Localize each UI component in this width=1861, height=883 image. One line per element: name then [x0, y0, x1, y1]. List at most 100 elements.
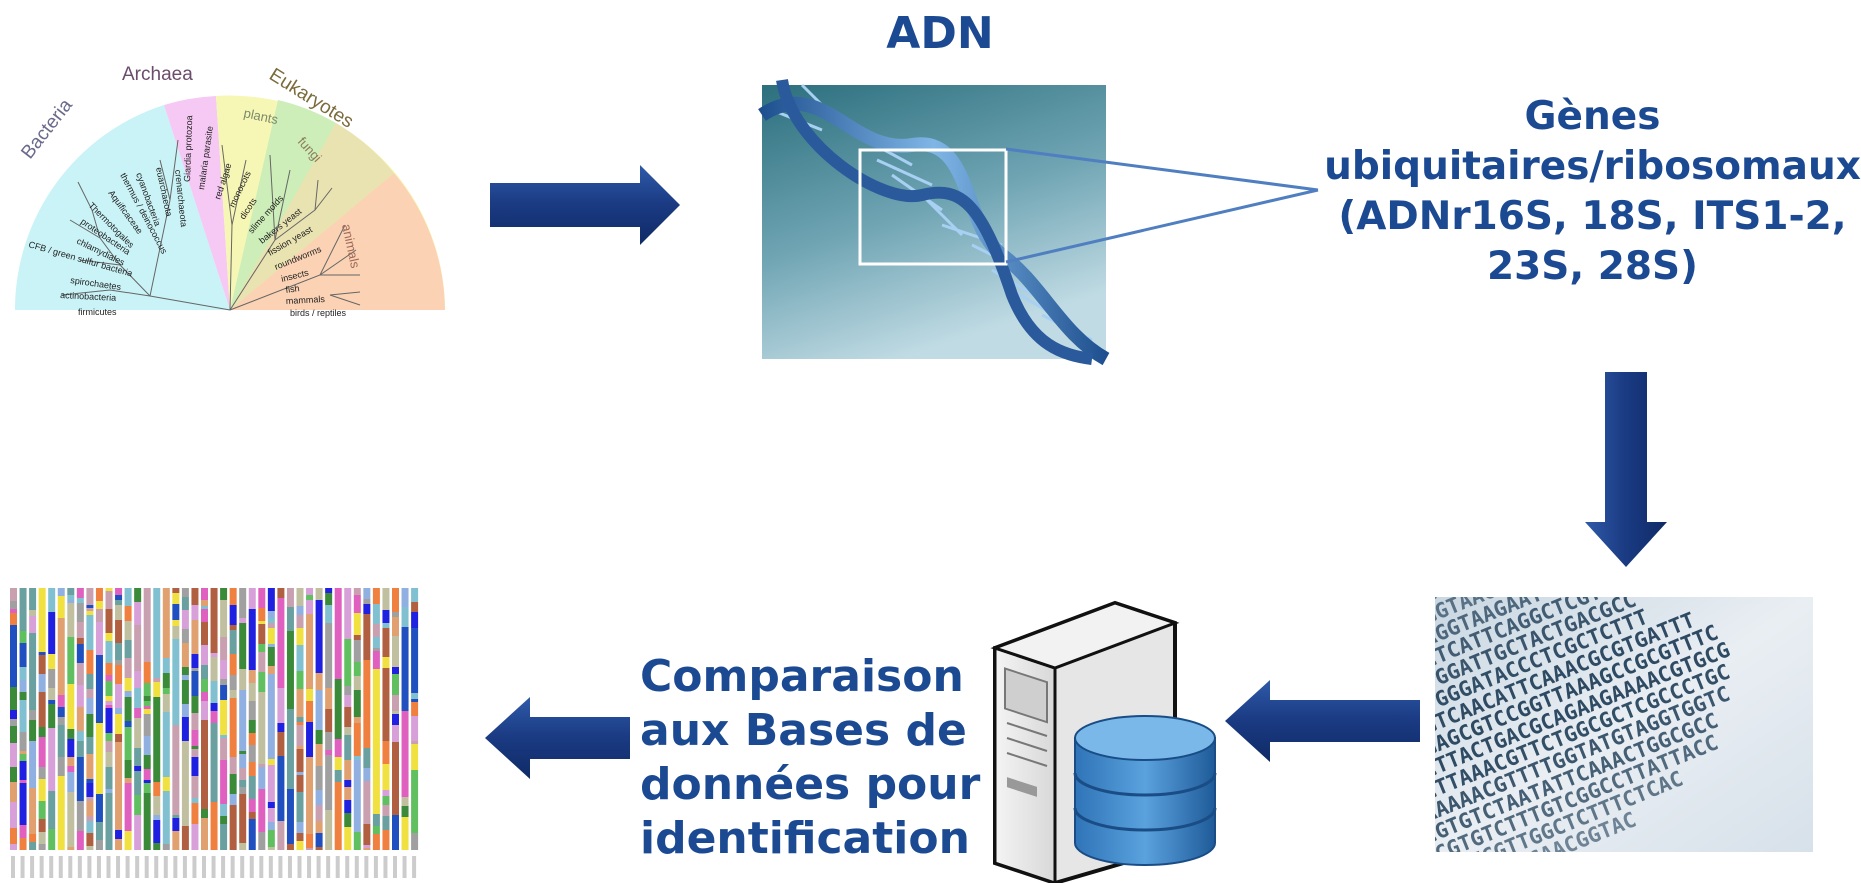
- barplot-segment: [115, 605, 123, 620]
- barplot-segment: [143, 714, 151, 736]
- barplot-segment: [67, 847, 75, 850]
- barplot-segment: [353, 595, 361, 613]
- barplot-segment: [86, 650, 94, 674]
- barplot-segment: [401, 588, 409, 607]
- barplot-segment: [153, 678, 161, 682]
- barplot-segment: [344, 707, 352, 727]
- barplot-segment: [124, 640, 132, 658]
- barplot-segment: [411, 699, 419, 702]
- barplot-segment: [239, 607, 247, 618]
- barplot-segment: [19, 643, 27, 667]
- barplot-segment: [210, 802, 218, 850]
- barplot-tick: [412, 856, 417, 878]
- barplot-segment: [95, 601, 103, 609]
- barplot-segment: [201, 701, 208, 720]
- barplot-segment: [353, 690, 361, 717]
- barplot-segment: [201, 679, 208, 692]
- genes-line-1: Gènes: [1524, 94, 1661, 139]
- arrow-left-icon: [1225, 680, 1420, 762]
- genes-line-3: (ADNr16S, 18S, ITS1-2,: [1338, 194, 1847, 239]
- barplot-segment: [38, 737, 46, 767]
- barplot-segment: [10, 601, 17, 609]
- barplot-segment: [392, 714, 399, 725]
- barplot-segment: [134, 718, 142, 737]
- barplot-segment: [105, 752, 113, 767]
- barplot-segment: [134, 795, 142, 815]
- barplot-segment: [67, 757, 75, 766]
- barplot-segment: [134, 625, 142, 671]
- barplot-segment: [258, 644, 266, 652]
- barplot-tick: [125, 856, 130, 878]
- barplot-segment: [134, 708, 142, 718]
- barplot-segment: [29, 834, 37, 842]
- barplot-segment: [220, 600, 228, 619]
- barplot-segment: [172, 604, 180, 620]
- barplot-segment: [86, 615, 94, 632]
- barplot-segment: [124, 606, 132, 621]
- barplot-segment: [172, 818, 180, 831]
- compare-line-2: aux Bases de: [640, 705, 967, 756]
- barplot-segment: [248, 670, 256, 683]
- barplot-segment: [382, 741, 390, 764]
- barplot-segment: [353, 740, 361, 756]
- barplot-segment: [286, 844, 294, 850]
- barplot-segment: [382, 668, 390, 741]
- barplot-segment: [296, 772, 304, 775]
- barplot-segment: [86, 588, 94, 605]
- barplot-segment: [220, 816, 228, 824]
- barplot-segment: [191, 803, 199, 824]
- domain-label-archaea: Archaea: [122, 64, 193, 85]
- barplot-segment: [210, 657, 218, 681]
- barplot-segment: [191, 824, 199, 850]
- barplot-segment: [372, 637, 380, 648]
- barplot-segment: [38, 647, 46, 652]
- barplot-segment: [181, 741, 189, 826]
- barplot-segment: [29, 588, 37, 610]
- barplot-segment: [134, 737, 142, 748]
- barplot-segment: [115, 600, 123, 605]
- barplot-segment: [296, 841, 304, 850]
- barplot-segment: [10, 588, 17, 601]
- arrow-left-icon: [485, 697, 630, 779]
- barplot-segment: [363, 848, 371, 850]
- barplot-segment: [344, 760, 352, 780]
- barplot-segment: [57, 725, 65, 757]
- barplot-segment: [115, 684, 123, 708]
- barplot-segment: [382, 623, 390, 628]
- barplot-tick: [364, 856, 369, 878]
- barplot-segment: [315, 744, 323, 755]
- barplot-segment: [172, 725, 180, 815]
- barplot-segment: [162, 844, 170, 850]
- barplot-segment: [372, 624, 380, 637]
- barplot-segment: [229, 675, 237, 690]
- barplot-segment: [411, 760, 419, 770]
- leaf-birds-reptiles: birds / reptiles: [290, 308, 347, 318]
- barplot-segment: [115, 643, 123, 660]
- barplot-segment: [248, 812, 256, 819]
- barplot-segment: [57, 596, 65, 618]
- barplot-segment: [334, 757, 342, 770]
- barplot-segment: [201, 588, 208, 600]
- barplot-tick: [77, 856, 82, 878]
- barplot-segment: [267, 666, 275, 674]
- barplot-segment: [10, 767, 17, 782]
- barplot-segment: [411, 770, 419, 833]
- barplot-segment: [105, 733, 113, 741]
- barplot-segment: [239, 787, 247, 794]
- barplot-segment: [344, 686, 352, 695]
- barplot-segment: [162, 777, 170, 791]
- barplot-segment: [115, 742, 123, 830]
- barplot-segment: [353, 723, 361, 740]
- barplot-segment: [124, 760, 132, 778]
- barplot-segment: [392, 617, 399, 636]
- barplot-segment: [306, 600, 314, 614]
- barplot-segment: [10, 687, 17, 695]
- barplot-segment: [325, 588, 333, 593]
- barplot-segment: [220, 588, 228, 600]
- barplot-tick: [307, 856, 312, 878]
- barplot-segment: [153, 843, 161, 850]
- barplot-segment: [86, 846, 94, 850]
- barplot-segment: [124, 658, 132, 678]
- barplot-segment: [29, 720, 37, 741]
- barplot-segment: [296, 725, 304, 746]
